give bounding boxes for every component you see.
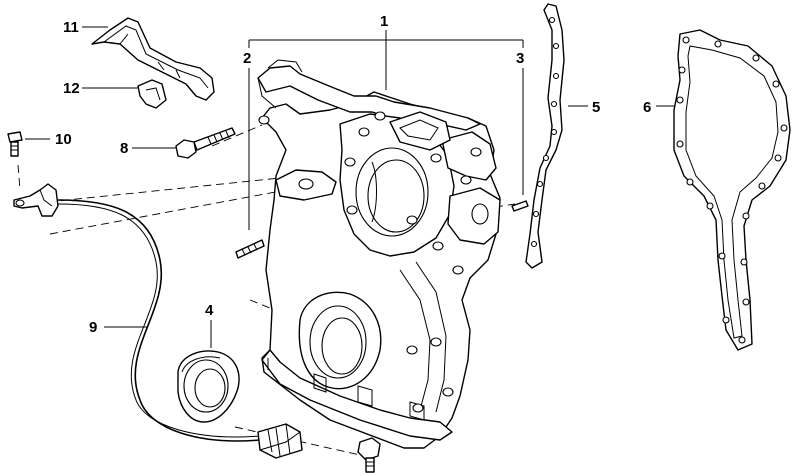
part-10-bolt — [7, 131, 23, 157]
callout-10: 10 — [55, 131, 72, 148]
callout-8: 8 — [120, 140, 128, 157]
part-11-chain-guide — [91, 17, 215, 101]
callout-2: 2 — [243, 50, 251, 67]
part-4-seal-ring — [177, 350, 240, 423]
leader-lines — [25, 26, 678, 348]
callout-11: 11 — [63, 19, 79, 36]
bottom-bolt — [357, 437, 381, 473]
part-2-stud — [235, 239, 265, 259]
callout-1: 1 — [380, 13, 388, 30]
callout-9: 9 — [89, 319, 97, 336]
part-8-bolt — [175, 127, 236, 159]
part-5-gasket — [525, 3, 565, 269]
part-12-clip — [137, 79, 167, 109]
part-6-gasket — [673, 29, 791, 351]
callout-3: 3 — [516, 50, 524, 67]
callout-5: 5 — [592, 99, 600, 116]
part-3-pin — [511, 200, 529, 212]
callout-4: 4 — [205, 302, 214, 319]
part-9-sensor-cable — [13, 183, 303, 459]
callout-12: 12 — [63, 80, 80, 97]
part-1-timing-cover — [257, 59, 501, 449]
callout-6: 6 — [643, 99, 651, 116]
